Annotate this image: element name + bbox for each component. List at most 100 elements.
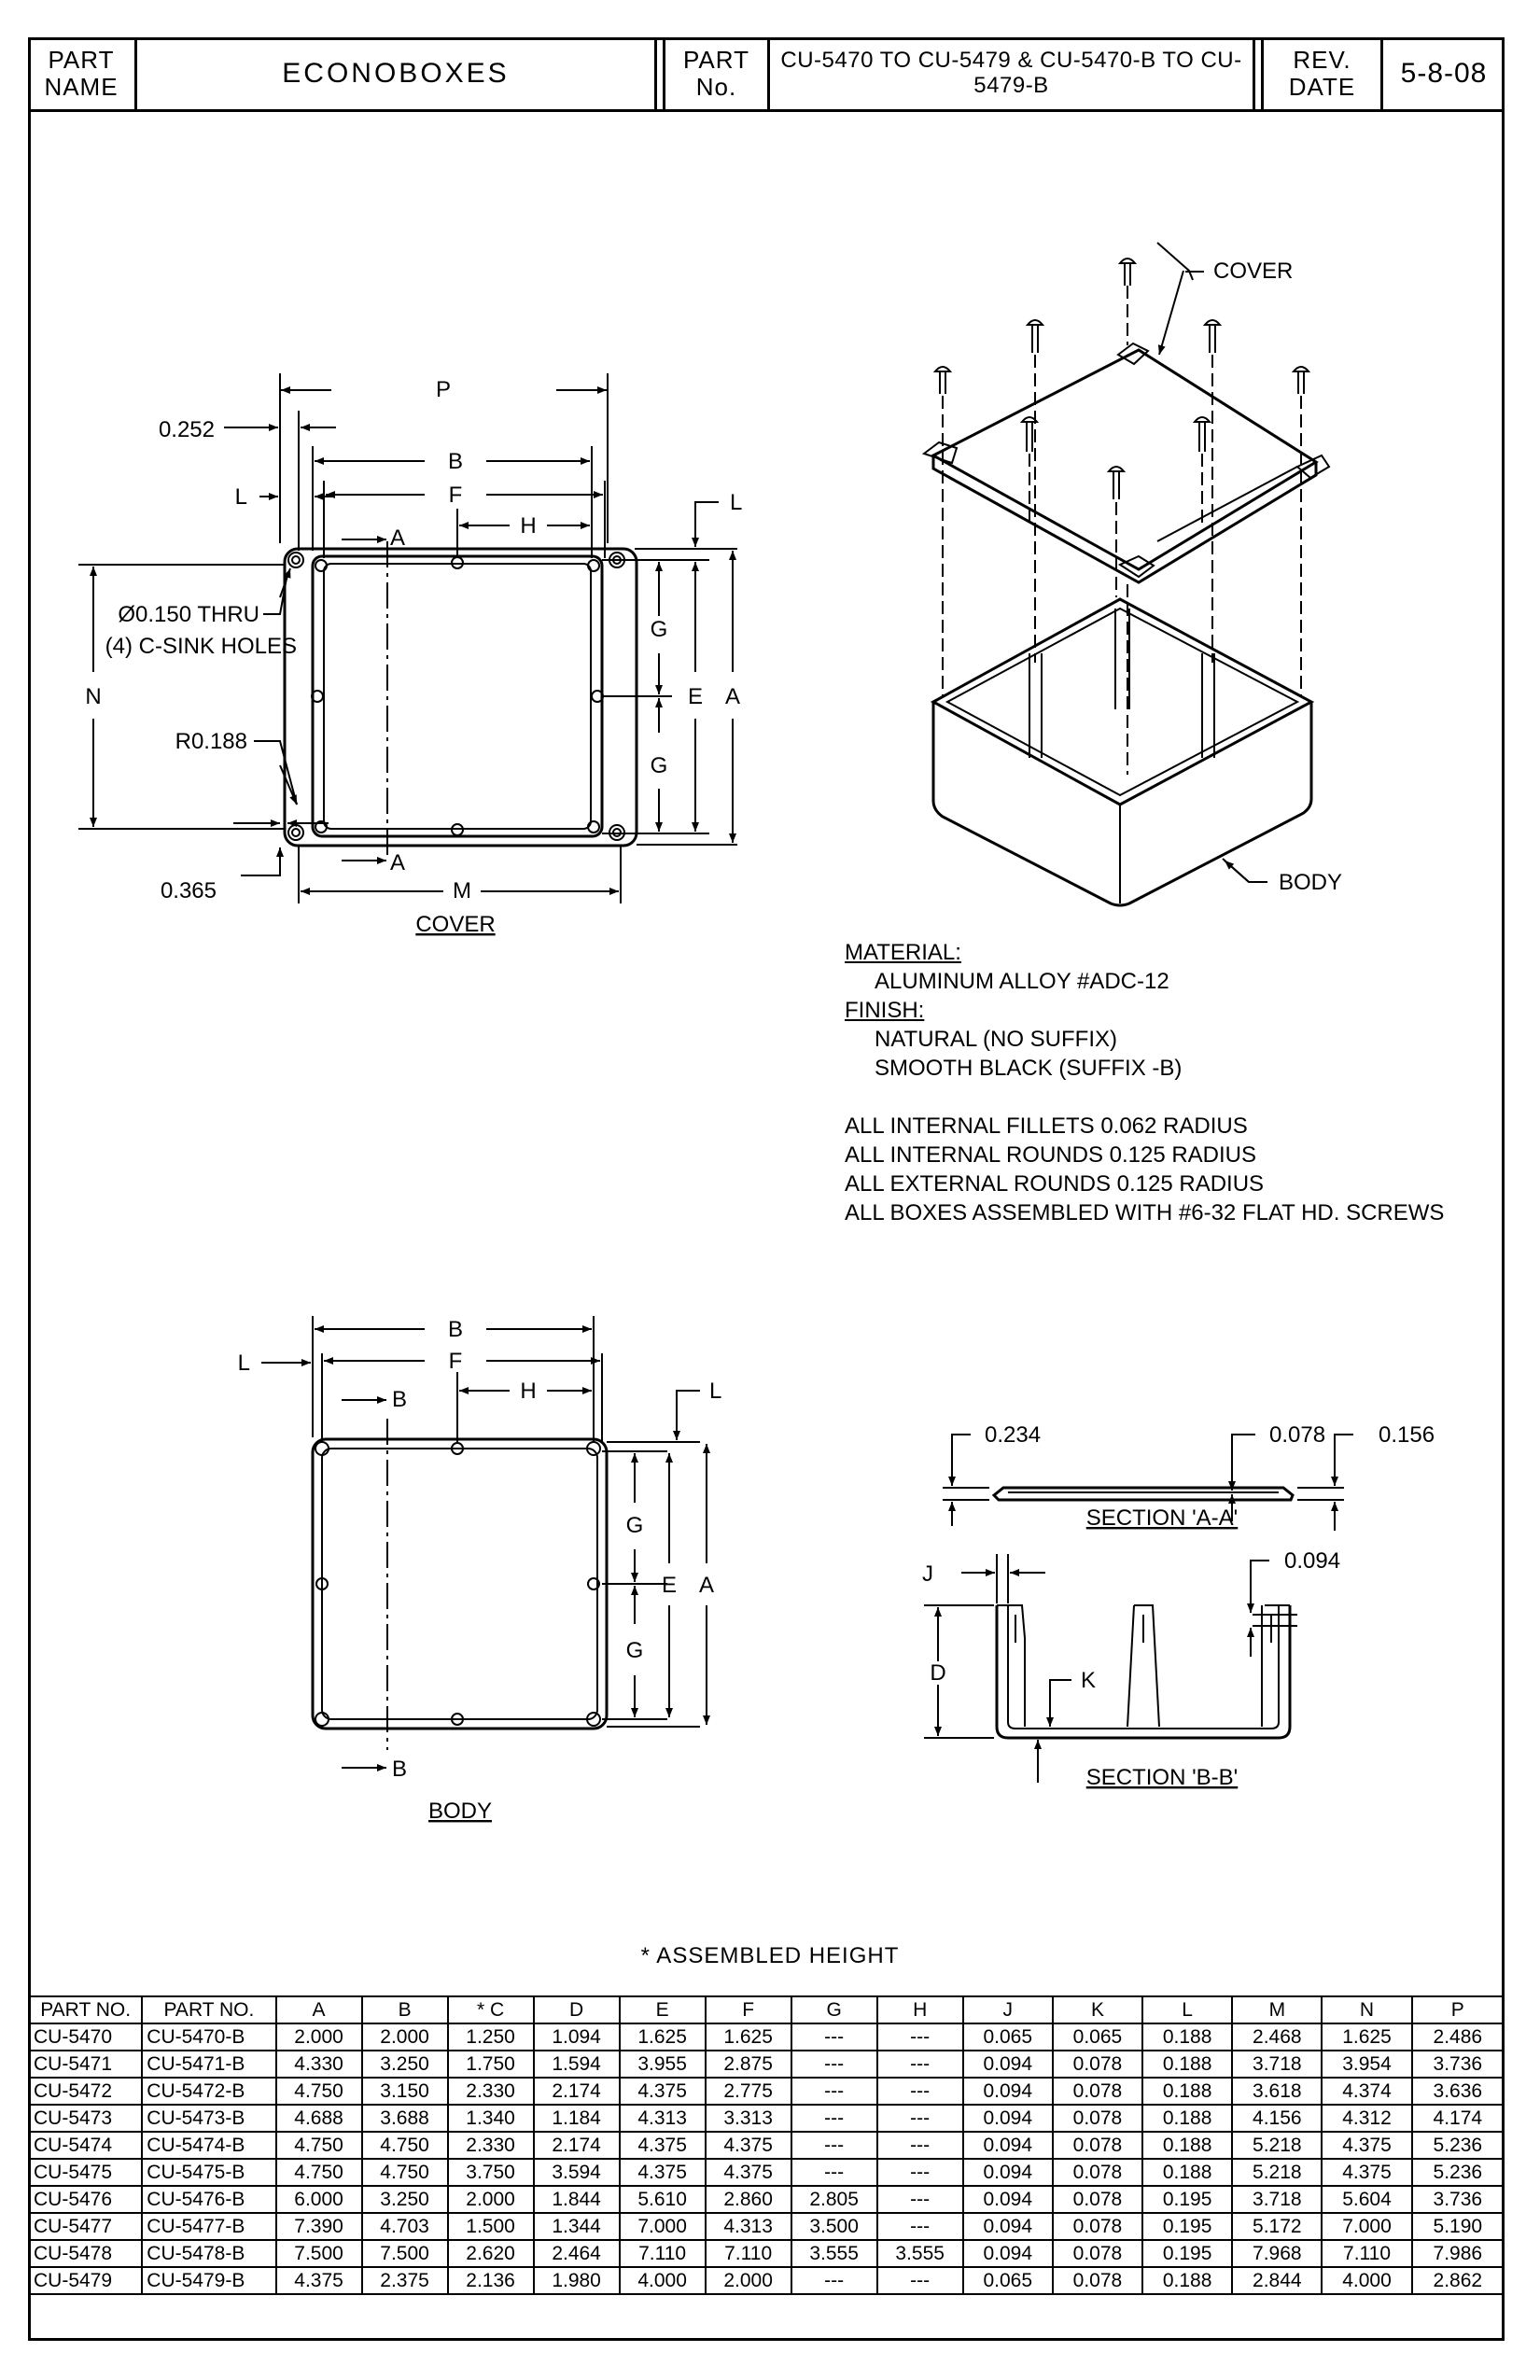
table-cell: 2.330	[446, 2131, 535, 2160]
column-header: PART NO.	[27, 1995, 144, 2024]
part-no-value: CU-5470 TO CU-5479 & CU-5470-B TO CU-547…	[770, 37, 1255, 112]
table-cell: CU-5478	[27, 2239, 144, 2268]
dim-g-label: G	[651, 617, 668, 642]
iso-body-label: BODY	[1279, 870, 1342, 895]
dim-a-label: A	[699, 1573, 714, 1598]
table-cell: 4.375	[704, 2131, 792, 2160]
table-cell: 3.718	[1231, 2050, 1323, 2079]
table-cell: 0.188	[1141, 2077, 1234, 2106]
rev-date-label: REV.DATE	[1264, 37, 1383, 112]
table-cell: 2.174	[532, 2131, 621, 2160]
table-cell: 4.688	[274, 2104, 363, 2133]
cover-csink-hole	[291, 555, 301, 565]
table-cell: 0.094	[961, 2158, 1054, 2187]
title-divider	[657, 37, 665, 112]
dim-f-label: F	[449, 1349, 463, 1374]
table-cell: 4.703	[360, 2212, 449, 2241]
table-cell: 4.375	[618, 2158, 707, 2187]
table-cell: ---	[875, 2212, 964, 2241]
table-cell: 2.486	[1410, 2023, 1505, 2051]
table-cell: 0.094	[961, 2239, 1054, 2268]
table-cell: 4.374	[1321, 2077, 1413, 2106]
table-cell: 7.500	[360, 2239, 449, 2268]
table-cell: CU-5474	[27, 2131, 144, 2160]
table-cell: 0.188	[1141, 2266, 1234, 2295]
section-bb-title: SECTION 'B-B'	[1086, 1765, 1239, 1790]
table-cell: 3.736	[1410, 2050, 1505, 2079]
table-cell: 4.375	[1321, 2131, 1413, 2160]
material-value: ALUMINUM ALLOY #ADC-12	[875, 969, 1169, 994]
table-cell: 0.078	[1051, 2077, 1144, 2106]
column-header: H	[875, 1995, 964, 2024]
table-cell: 2.174	[532, 2077, 621, 2106]
table-cell: 0.094	[961, 2212, 1054, 2241]
table-cell: CU-5471	[27, 2050, 144, 2079]
column-header: P	[1410, 1995, 1505, 2024]
table-cell: CU-5475	[27, 2158, 144, 2187]
table-cell: 2.136	[446, 2266, 535, 2295]
label-line: DATE	[1288, 72, 1356, 101]
note-line: ALL BOXES ASSEMBLED WITH #6-32 FLAT HD. …	[845, 1200, 1445, 1225]
table-cell: 0.188	[1141, 2131, 1234, 2160]
table-cell: 2.000	[704, 2266, 792, 2295]
column-header: D	[532, 1995, 621, 2024]
section-aa-view	[943, 1434, 1353, 1531]
section-aa-title: SECTION 'A-A'	[1086, 1505, 1239, 1531]
table-cell: 3.594	[532, 2158, 621, 2187]
table-cell: 4.000	[618, 2266, 707, 2295]
section-b-label: B	[392, 1387, 407, 1412]
dim-j-label: J	[922, 1561, 933, 1587]
hole-note-1: Ø0.150 THRU	[118, 602, 259, 627]
label-line: REV.	[1293, 45, 1351, 74]
table-cell: 0.078	[1051, 2104, 1144, 2133]
dim-l-label: L	[238, 1351, 250, 1376]
iso-cover-label: COVER	[1213, 259, 1293, 284]
cover-screw-boss	[315, 820, 328, 833]
note-line: ALL INTERNAL ROUNDS 0.125 RADIUS	[845, 1142, 1257, 1168]
cover-csink-hole	[287, 552, 304, 568]
table-cell: 5.610	[618, 2185, 707, 2214]
cover-csink-hole	[291, 828, 301, 837]
table-cell: 7.390	[274, 2212, 363, 2241]
section-bb-view	[924, 1554, 1297, 1783]
table-cell: 4.375	[1321, 2158, 1413, 2187]
table-cell: 4.312	[1321, 2104, 1413, 2133]
section-b-label: B	[392, 1757, 407, 1782]
table-cell: 0.188	[1141, 2050, 1234, 2079]
dim-b-label: B	[448, 1317, 463, 1342]
column-header: G	[790, 1995, 878, 2024]
table-cell: 3.955	[618, 2050, 707, 2079]
dim-e-label: E	[688, 684, 703, 709]
table-cell: 2.464	[532, 2239, 621, 2268]
table-cell: ---	[875, 2077, 964, 2106]
table-cell: 1.250	[446, 2023, 535, 2051]
table-cell: ---	[790, 2104, 878, 2133]
cover-screw-boss	[315, 559, 328, 572]
cover-screw-boss	[311, 690, 324, 703]
table-cell: 2.844	[1231, 2266, 1323, 2295]
dim-m-label: M	[453, 878, 471, 903]
table-cell: 1.844	[532, 2185, 621, 2214]
table-cell: CU-5472-B	[141, 2077, 277, 2106]
table-cell: 0.094	[961, 2077, 1054, 2106]
table-cell: 4.750	[274, 2158, 363, 2187]
table-cell: 3.555	[790, 2239, 878, 2268]
dim-n-label: N	[85, 684, 101, 709]
iso-body-rim	[930, 597, 1315, 806]
column-header: * C	[446, 1995, 535, 2024]
label-line: PART	[48, 45, 115, 74]
table-cell: 3.313	[704, 2104, 792, 2133]
dim-p-label: P	[436, 377, 451, 402]
table-cell: 2.775	[704, 2077, 792, 2106]
table-cell: ---	[790, 2158, 878, 2187]
table-cell: 7.000	[1321, 2212, 1413, 2241]
dim-g-label: G	[626, 1638, 644, 1663]
table-cell: 4.375	[618, 2077, 707, 2106]
